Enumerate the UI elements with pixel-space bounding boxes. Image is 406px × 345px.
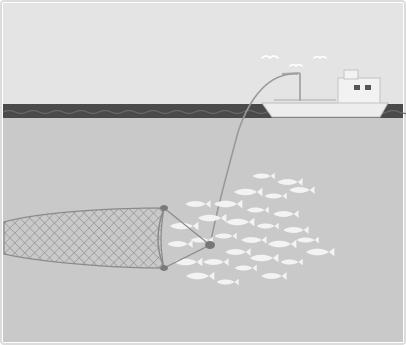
trawl-door <box>205 241 215 249</box>
net-float <box>160 205 168 211</box>
net-weight <box>160 265 168 271</box>
boat-cabin <box>338 78 380 103</box>
boat-wheelhouse <box>344 70 358 79</box>
boat-window <box>354 85 360 90</box>
boat-hull <box>262 103 388 117</box>
boat-window <box>365 85 371 90</box>
